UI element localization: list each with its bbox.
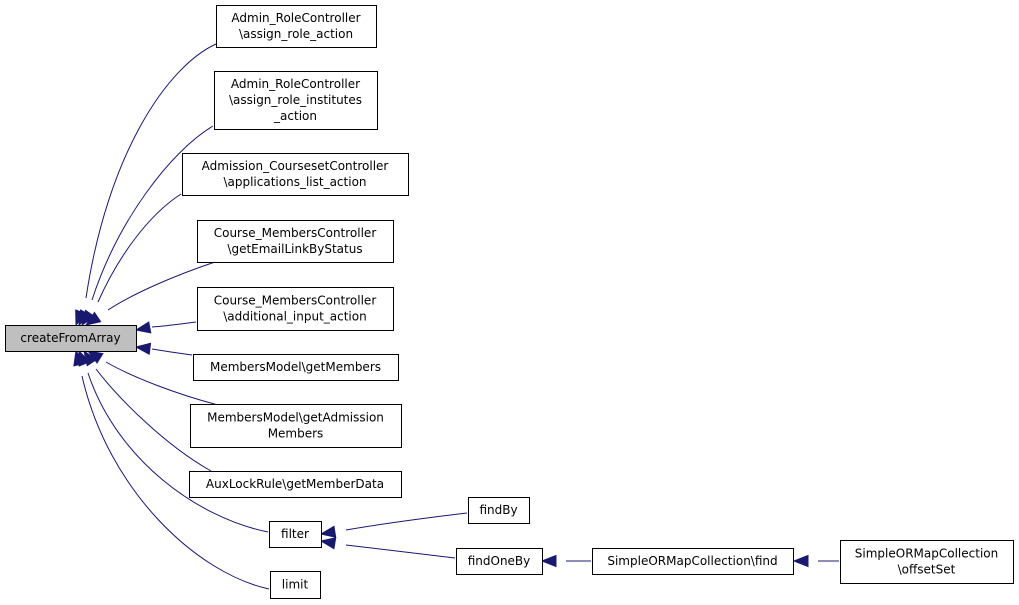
root-node-createFromArray[interactable]: createFromArray: [5, 325, 137, 352]
node-n12[interactable]: findOneBy: [456, 548, 543, 575]
node-label-line: AuxLockRule\getMemberData: [206, 477, 384, 491]
node-layer: createFromArray Admin_RoleController \assi…: [5, 5, 1014, 599]
node-n13[interactable]: SimpleORMapCollection\find: [592, 548, 794, 575]
node-label-line: Admin_RoleController: [231, 11, 360, 25]
edge-line: [97, 193, 182, 303]
node-label-line: Course_MembersController: [214, 226, 377, 240]
node-box: [5, 325, 137, 352]
edge-n14-to-n13: [792, 554, 839, 568]
arrowhead-icon: [73, 349, 86, 367]
edge-n5-to-createFromArray: [134, 321, 197, 334]
edge-n13-to-n12: [540, 554, 591, 568]
edge-line: [151, 321, 197, 328]
node-n10[interactable]: limit: [270, 571, 321, 599]
node-box: [216, 5, 377, 48]
node-box: [197, 220, 394, 263]
node-n6[interactable]: MembersModel\getMembers: [193, 354, 399, 381]
node-n8[interactable]: AuxLockRule\getMemberData: [189, 471, 402, 498]
node-label-line: _action: [273, 109, 317, 123]
node-n14[interactable]: SimpleORMapCollection \offsetSet: [840, 540, 1014, 584]
node-box: [182, 153, 409, 196]
edge-line: [87, 372, 269, 533]
node-n5[interactable]: Course_MembersController \additional_inpu…: [197, 287, 394, 331]
node-n1[interactable]: Admin_RoleController \assign_role_action: [216, 5, 377, 48]
node-label-line: findOneBy: [468, 554, 531, 568]
node-n9[interactable]: filter: [269, 521, 322, 548]
edge-line: [345, 544, 456, 559]
node-box: [189, 471, 402, 498]
edge-n6-to-createFromArray: [134, 342, 193, 356]
node-label-line: \assign_role_action: [239, 27, 353, 41]
edge-line: [91, 125, 214, 301]
node-label-line: \offsetSet: [898, 563, 956, 577]
edge-line: [85, 43, 217, 299]
node-box: [190, 404, 402, 448]
arrowhead-icon: [792, 554, 809, 568]
edge-line: [81, 375, 270, 590]
edge-line: [105, 361, 219, 406]
node-box: [193, 354, 399, 381]
node-label-line: Members: [268, 427, 324, 441]
node-box: [270, 571, 321, 599]
node-label-line: SimpleORMapCollection: [855, 547, 998, 561]
arrowhead-icon: [84, 311, 102, 326]
arrowhead-icon: [134, 321, 152, 334]
node-box: [269, 521, 322, 548]
edge-line: [95, 368, 212, 472]
edge-n11-to-n9: [319, 512, 468, 538]
node-label-line: \assign_role_institutes: [229, 93, 362, 107]
edge-layer: [73, 43, 839, 590]
node-label-line: createFromArray: [20, 331, 120, 345]
node-box: [592, 548, 794, 575]
edge-line: [345, 512, 468, 531]
edge-n12-to-n9: [319, 537, 456, 559]
arrowhead-icon: [540, 554, 557, 568]
node-n11[interactable]: findBy: [468, 497, 530, 524]
node-box: [197, 287, 394, 331]
edge-line: [151, 348, 193, 356]
node-label-line: \additional_input_action: [223, 310, 366, 324]
edge-n10-to-createFromArray: [73, 349, 270, 590]
edge-n3-to-createFromArray: [81, 193, 182, 327]
node-box: [214, 71, 378, 130]
node-box: [456, 548, 543, 575]
node-label-line: findBy: [479, 503, 517, 517]
node-label-line: Admin_RoleController: [231, 77, 360, 91]
node-label-line: Admission_CoursesetController: [202, 159, 389, 173]
node-n3[interactable]: Admission_CoursesetController \applicatio…: [182, 153, 409, 196]
node-box: [840, 540, 1014, 584]
node-label-line: \applications_list_action: [223, 175, 366, 189]
node-label-line: MembersModel\getAdmission: [207, 411, 384, 425]
node-label-line: SimpleORMapCollection\find: [607, 554, 777, 568]
node-label-line: MembersModel\getMembers: [210, 360, 381, 374]
node-box: [468, 497, 530, 524]
arrowhead-icon: [319, 537, 337, 550]
node-label-line: \getEmailLinkByStatus: [227, 242, 362, 256]
node-n4[interactable]: Course_MembersController \getEmailLinkByS…: [197, 220, 394, 263]
node-label-line: limit: [282, 578, 309, 592]
arrowhead-icon: [134, 342, 152, 355]
edge-n4-to-createFromArray: [84, 261, 216, 326]
node-label-line: filter: [281, 527, 309, 541]
edge-line: [107, 261, 216, 311]
node-label-line: Course_MembersController: [214, 294, 377, 308]
arrowhead-icon: [319, 525, 337, 538]
node-n2[interactable]: Admin_RoleController \assign_role_institu…: [214, 71, 378, 130]
